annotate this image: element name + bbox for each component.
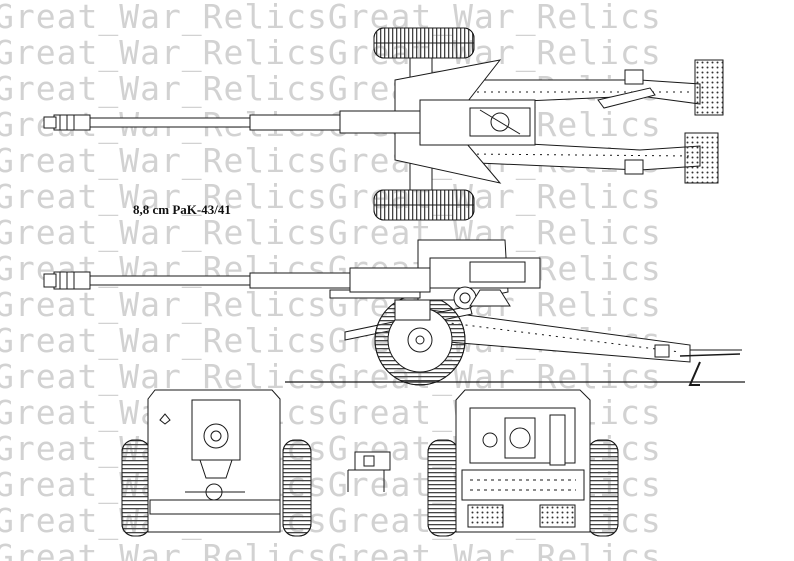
side-barrel (43, 267, 431, 293)
top-wheel-lower (373, 189, 475, 221)
rear-view (427, 389, 619, 537)
top-trail-upper (454, 59, 724, 116)
top-barrel (43, 110, 421, 134)
side-view (43, 239, 745, 386)
drawing-title: 8,8 cm PaK-43/41 (133, 202, 231, 217)
top-trail-lower (454, 132, 719, 184)
front-view (121, 389, 312, 537)
top-view (43, 27, 724, 221)
top-wheel-upper (373, 27, 475, 59)
detail-view (347, 451, 391, 492)
